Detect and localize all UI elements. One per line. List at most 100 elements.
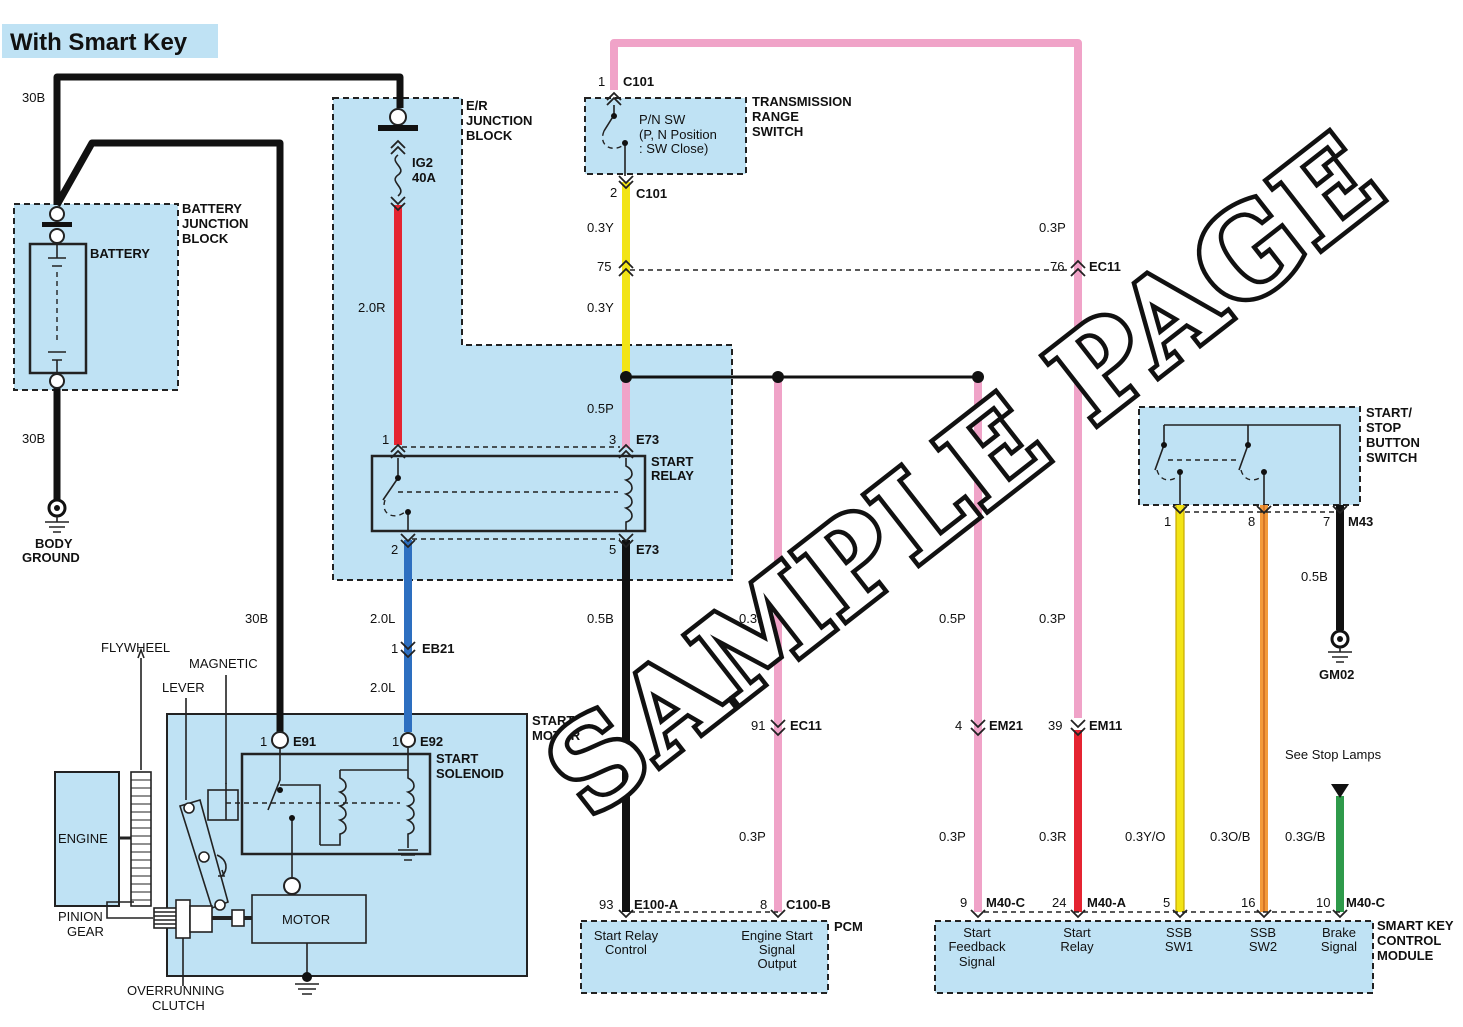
start-stop-label-3: BUTTON xyxy=(1366,435,1420,450)
start-solenoid-label-2: SOLENOID xyxy=(436,766,504,781)
connector-name: E91 xyxy=(293,734,316,749)
pcm-pin1-label-1: Start Relay xyxy=(594,928,659,943)
pin-number: 76 xyxy=(1050,259,1064,274)
pin-number: 9 xyxy=(960,895,967,910)
pcm-box xyxy=(580,920,829,994)
wire-labels: 30B 30B 30B 2.0R 2.0L 2.0L 0.3Y 0.3Y 0.5… xyxy=(22,90,1328,844)
pn-sw-label-3: : SW Close) xyxy=(639,141,708,156)
pin-number: 1 xyxy=(260,734,267,749)
connector-name: E73 xyxy=(636,432,659,447)
lever-label: LEVER xyxy=(162,680,205,695)
wire-label: 0.3P xyxy=(1039,220,1066,235)
smart-key-control-module-box xyxy=(934,920,1374,994)
fuse-rating: 40A xyxy=(412,170,436,185)
skcm-pin2-label-2: Relay xyxy=(1060,939,1094,954)
pin-number: 1 xyxy=(391,641,398,656)
connector-name: EB21 xyxy=(422,641,455,656)
flywheel-symbol xyxy=(119,771,152,907)
skcm-label-1: SMART KEY xyxy=(1377,918,1454,933)
wire-label: 0.3O/B xyxy=(1210,829,1250,844)
wire-label: 0.3P xyxy=(939,829,966,844)
battery xyxy=(28,206,88,389)
trs-label-3: SWITCH xyxy=(752,124,803,139)
er-junction-label-2: JUNCTION xyxy=(466,113,532,128)
pin-number: 5 xyxy=(609,542,616,557)
wire-label: 30B xyxy=(245,611,268,626)
start-motor-label-2: MOTOR xyxy=(532,728,581,743)
pin-number: 2 xyxy=(610,185,617,200)
pin-number: 75 xyxy=(597,259,611,274)
connector-name: C101 xyxy=(636,186,667,201)
gm02-ground-symbol xyxy=(1328,629,1352,663)
start-motor-label-1: START xyxy=(532,713,574,728)
magnetic-label: MAGNETIC xyxy=(189,656,258,671)
battery-junction-label-3: BLOCK xyxy=(182,231,229,246)
pin-number: 2 xyxy=(391,542,398,557)
pin-number: 24 xyxy=(1052,895,1066,910)
trs-label-1: TRANSMISSION xyxy=(752,94,852,109)
start-relay-label-1: START xyxy=(651,454,693,469)
wire-label: 0.5P xyxy=(587,401,614,416)
start-relay-symbol xyxy=(370,454,647,533)
connector-name: M40-A xyxy=(1087,895,1127,910)
overrunning-clutch-label-1: OVERRUNNING xyxy=(127,983,225,998)
skcm-pin4-label-2: SW2 xyxy=(1249,939,1277,954)
battery-junction-label-2: JUNCTION xyxy=(182,216,248,231)
pin-number: 3 xyxy=(609,432,616,447)
wire-label: 0.3P xyxy=(739,829,766,844)
fuse-name: IG2 xyxy=(412,155,433,170)
overrunning-clutch-label-2: CLUTCH xyxy=(152,998,205,1013)
component-labels: BATTERY JUNCTION BLOCK BATTERY BODY GROU… xyxy=(22,94,1454,1013)
pn-switch-symbol xyxy=(601,105,628,176)
pin-number: 8 xyxy=(1248,514,1255,529)
wire-30b-to-motor xyxy=(53,139,284,732)
pcm-pin2-label-2: Signal xyxy=(759,942,795,957)
pinion-gear-label-1: PINION xyxy=(58,909,103,924)
pin-number: 7 xyxy=(1323,514,1330,529)
pin-number: 91 xyxy=(751,718,765,733)
connector-name: EM11 xyxy=(1089,718,1122,733)
wire-label: 0.3P xyxy=(1039,611,1066,626)
battery-label: BATTERY xyxy=(90,246,150,261)
connector-name: M43 xyxy=(1348,514,1373,529)
body-ground-label-2: GROUND xyxy=(22,550,80,565)
pin-number: 16 xyxy=(1241,895,1255,910)
wire-label: 2.0L xyxy=(370,680,395,695)
pin-number: 5 xyxy=(1163,895,1170,910)
start-stop-switch-symbol xyxy=(1154,424,1341,505)
engine-box xyxy=(54,771,120,907)
stop-lamps-arrow xyxy=(1331,784,1349,798)
trs-label-2: RANGE xyxy=(752,109,799,124)
pcm-label: PCM xyxy=(834,919,863,934)
start-stop-label-2: STOP xyxy=(1366,420,1401,435)
pin-number: 8 xyxy=(760,897,767,912)
connector-name: M40-C xyxy=(1346,895,1386,910)
skcm-pin3-label-2: SW1 xyxy=(1165,939,1193,954)
pin-number: 1 xyxy=(382,432,389,447)
wire-label: 0.5P xyxy=(939,611,966,626)
splice-dots xyxy=(620,371,984,383)
engine-label: ENGINE xyxy=(58,831,108,846)
wires xyxy=(53,39,1344,912)
title-background xyxy=(2,24,218,58)
skcm-pin1-label-2: Feedback xyxy=(948,939,1006,954)
see-stop-lamps: See Stop Lamps xyxy=(1285,747,1382,762)
wire-label: 0.3Y xyxy=(587,300,614,315)
pcm-pin2-label-3: Output xyxy=(757,956,796,971)
skcm-pin1-label-1: Start xyxy=(963,925,991,940)
wire-30b-top xyxy=(53,73,404,205)
wire-label: 0.5B xyxy=(1301,569,1328,584)
motor-label: MOTOR xyxy=(282,912,330,927)
ig2-fuse xyxy=(378,108,418,197)
wire-label: 0.5B xyxy=(587,611,614,626)
skcm-pin5-label-2: Signal xyxy=(1321,939,1357,954)
component-boxes xyxy=(13,97,1374,994)
pn-sw-label-1: P/N SW xyxy=(639,112,686,127)
skcm-pin1-label-3: Signal xyxy=(959,954,995,969)
callout-leaders xyxy=(106,647,227,986)
wire-label: 0.3G/B xyxy=(1285,829,1325,844)
pinion-gear-label-2: GEAR xyxy=(67,924,104,939)
skcm-pin4-label-1: SSB xyxy=(1250,925,1276,940)
battery-junction-label-1: BATTERY xyxy=(182,201,242,216)
